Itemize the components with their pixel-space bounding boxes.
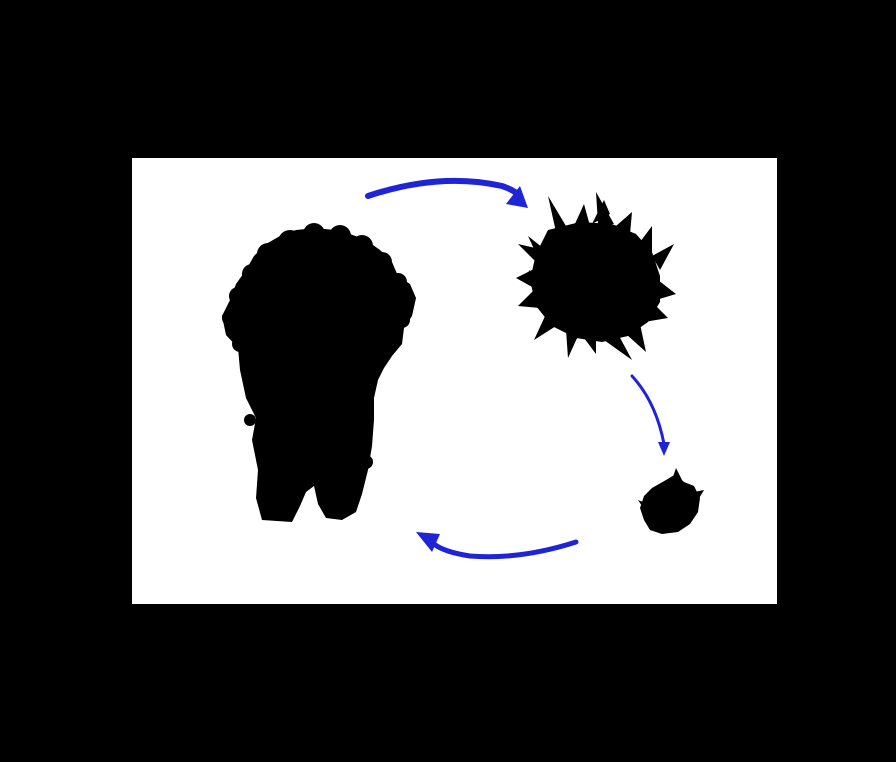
- arrow-spiky-to-small: [632, 376, 670, 456]
- large-cluster-silhouette: [222, 223, 416, 522]
- small-fragment-silhouette: [638, 468, 704, 534]
- spiky-aggregate-silhouette: [516, 192, 676, 360]
- arrow-small-to-large: [416, 532, 576, 557]
- arrow-large-to-spiky: [368, 181, 528, 208]
